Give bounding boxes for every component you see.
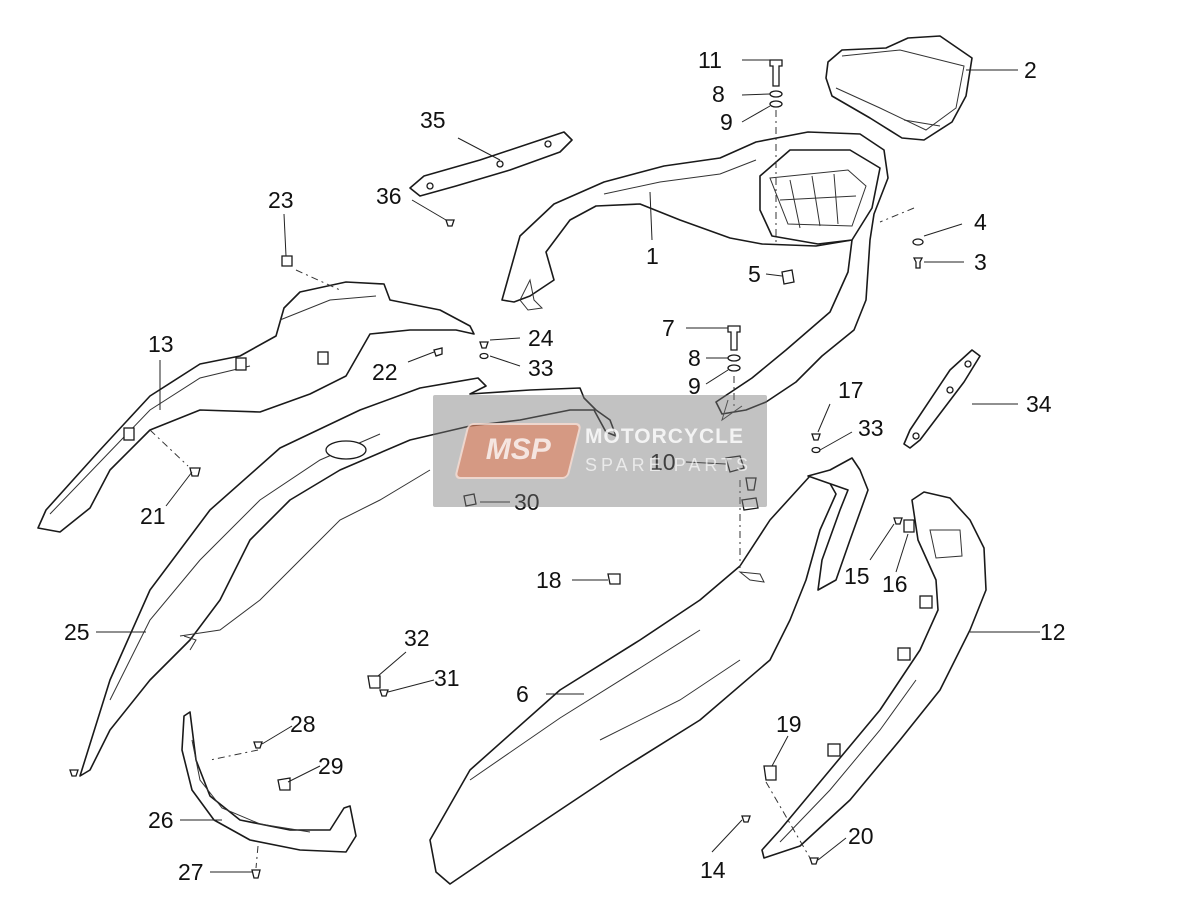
- part-6-rear-body-panel: [429, 457, 869, 885]
- label-33-left: 33: [528, 355, 554, 381]
- label-23: 23: [268, 187, 294, 213]
- label-11: 11: [698, 47, 722, 73]
- label-20: 20: [848, 823, 874, 849]
- watermark-subtitle: SPARE PARTS: [585, 455, 753, 475]
- part-25-long-left-panel: [79, 377, 617, 777]
- label-35: 35: [420, 107, 446, 133]
- part-number-labels: 11 2 8 9 35 36 23 4 1 3 5 7 24 13 8 33 2…: [64, 47, 1066, 885]
- label-2: 2: [1024, 57, 1037, 83]
- label-6: 6: [516, 681, 529, 707]
- label-8-mid: 8: [688, 345, 701, 371]
- part-26-lower-fairing: [181, 711, 357, 853]
- label-9-mid: 9: [688, 373, 701, 399]
- label-28: 28: [290, 711, 316, 737]
- label-27: 27: [178, 859, 204, 885]
- label-13: 13: [148, 331, 174, 357]
- label-25: 25: [64, 619, 90, 645]
- label-8-top: 8: [712, 81, 725, 107]
- label-9-top: 9: [720, 109, 733, 135]
- part-12-right-rear-cowl: [761, 491, 987, 859]
- label-31: 31: [434, 665, 460, 691]
- label-22: 22: [372, 359, 398, 385]
- label-17: 17: [838, 377, 864, 403]
- watermark-logo-text: MSP: [485, 433, 551, 466]
- label-21: 21: [140, 503, 166, 529]
- label-26: 26: [148, 807, 174, 833]
- label-18: 18: [536, 567, 562, 593]
- part-34-trim-strip: [903, 349, 981, 449]
- part-2-seat-pad: [825, 35, 973, 141]
- label-33-right: 33: [858, 415, 884, 441]
- watermark: MSP MOTORCYCLE SPARE PARTS: [433, 395, 767, 507]
- part-1-grab-rail: [501, 131, 889, 422]
- label-34: 34: [1026, 391, 1052, 417]
- watermark-title: MOTORCYCLE: [585, 425, 744, 448]
- label-15: 15: [844, 563, 870, 589]
- label-4: 4: [974, 209, 987, 235]
- part-13-left-side-panel: [37, 281, 475, 533]
- label-12: 12: [1040, 619, 1066, 645]
- label-10: 10: [650, 449, 676, 475]
- label-36: 36: [376, 183, 402, 209]
- label-19: 19: [776, 711, 802, 737]
- label-32: 32: [404, 625, 430, 651]
- label-16: 16: [882, 571, 908, 597]
- assembly-lines: [149, 110, 915, 869]
- label-1: 1: [646, 243, 659, 269]
- watermark-logo-badge: MSP: [454, 423, 582, 479]
- part-35-trim-strip: [409, 131, 573, 197]
- label-7: 7: [662, 315, 675, 341]
- hardware-fasteners: [69, 59, 924, 879]
- label-14: 14: [700, 857, 726, 883]
- label-29: 29: [318, 753, 344, 779]
- label-3: 3: [974, 249, 987, 275]
- label-24: 24: [528, 325, 554, 351]
- label-30: 30: [514, 489, 540, 515]
- label-5: 5: [748, 261, 761, 287]
- leader-lines: [96, 59, 1040, 873]
